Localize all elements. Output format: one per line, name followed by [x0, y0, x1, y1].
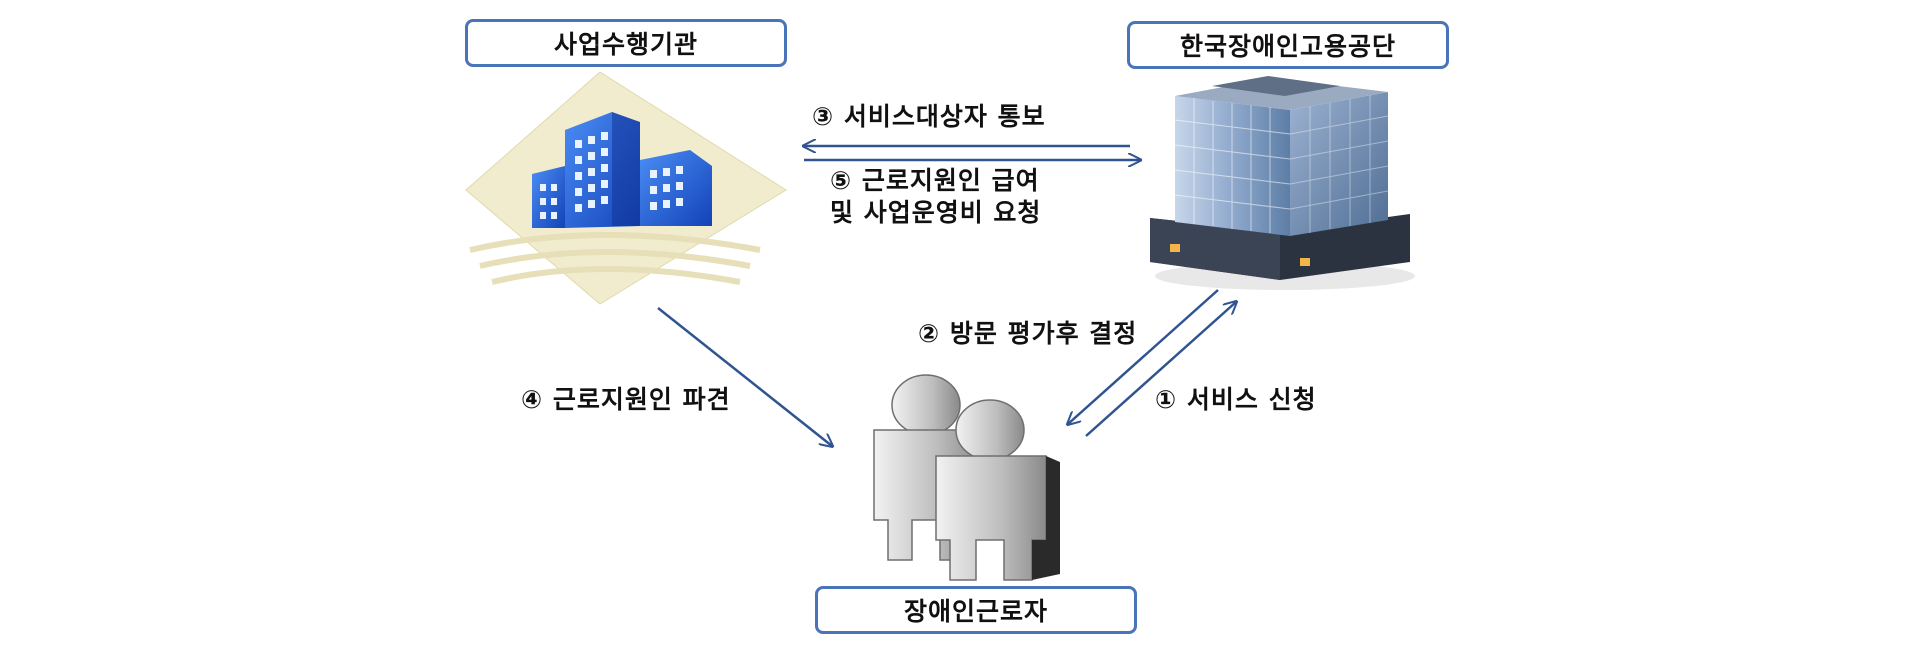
worker-box: 장애인근로자	[815, 586, 1137, 634]
step5-label: ⑤ 근로지원인 급여 및 사업운영비 요청	[830, 165, 1041, 229]
people-icon	[873, 374, 1060, 581]
step5-line1: ⑤ 근로지원인 급여	[830, 166, 1040, 195]
city-buildings-icon	[465, 71, 787, 305]
arrow-step4	[657, 307, 832, 446]
office-tower-icon	[1150, 76, 1415, 290]
agency-box: 사업수행기관	[465, 19, 787, 67]
worker-label: 장애인근로자	[903, 597, 1048, 626]
step2-label: ② 방문 평가후 결정	[918, 319, 1138, 348]
flow-arrows	[657, 146, 1236, 446]
arrow-step1	[1085, 302, 1236, 437]
step3-label: ③ 서비스대상자 통보	[812, 102, 1046, 131]
step4-label: ④ 근로지원인 파견	[521, 385, 731, 414]
step1-label: ① 서비스 신청	[1155, 385, 1317, 414]
arrow-step2	[1068, 289, 1219, 424]
kead-label: 한국장애인고용공단	[1179, 32, 1396, 61]
step5-line2: 및 사업운영비 요청	[830, 198, 1042, 227]
kead-box: 한국장애인고용공단	[1127, 21, 1449, 69]
agency-label: 사업수행기관	[553, 30, 698, 59]
